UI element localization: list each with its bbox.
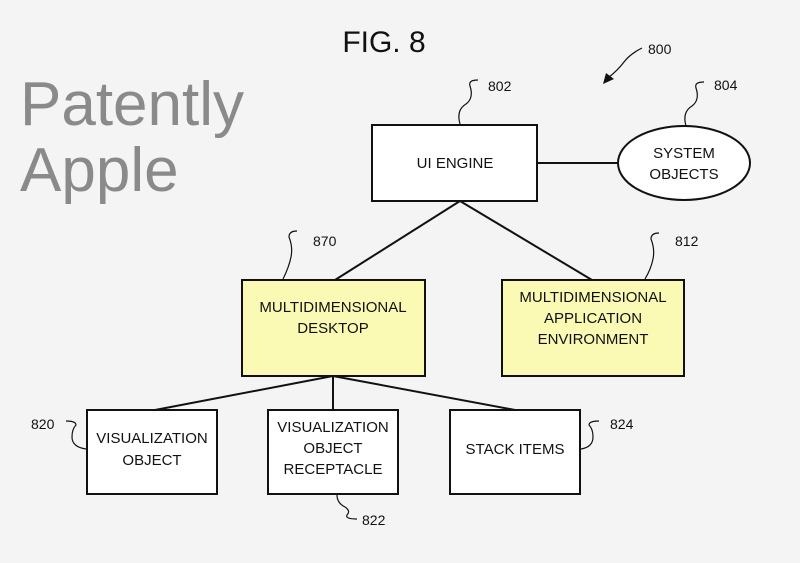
ref-800-arrow — [607, 47, 643, 79]
svg-text:RECEPTACLE: RECEPTACLE — [284, 461, 383, 478]
ref-824: 824 — [610, 416, 634, 432]
node-system-objects: SYSTEM OBJECTS 804 — [617, 77, 751, 201]
figure-title: FIG. 8 — [342, 26, 425, 59]
node-application-environment: MULTIDIMENSIONAL APPLICATION ENVIRONMENT… — [501, 232, 699, 377]
node-ui-engine: UI ENGINE 802 — [371, 78, 538, 202]
ref-812: 812 — [675, 233, 699, 249]
watermark-area: Patently Apple — [20, 72, 245, 205]
connector-desktop-stack — [332, 375, 516, 411]
connector-engine-appenv — [459, 200, 593, 281]
svg-text:OBJECT: OBJECT — [303, 440, 362, 457]
svg-text:ENVIRONMENT: ENVIRONMENT — [538, 331, 649, 348]
connector-desktop-visobject — [154, 375, 334, 411]
svg-text:VISUALIZATION: VISUALIZATION — [96, 430, 207, 447]
svg-text:MULTIDIMENSIONAL: MULTIDIMENSIONAL — [259, 299, 406, 316]
svg-text:SYSTEM: SYSTEM — [653, 145, 715, 162]
arrow-head-icon — [603, 73, 614, 84]
svg-text:DESKTOP: DESKTOP — [297, 320, 368, 337]
node-visualization-object-receptacle: VISUALIZATION OBJECT RECEPTACLE 822 — [267, 409, 399, 528]
node-stack-items: STACK ITEMS 824 — [449, 409, 634, 495]
node-visualization-object: VISUALIZATION OBJECT 820 — [31, 409, 218, 495]
svg-text:APPLICATION: APPLICATION — [544, 310, 642, 327]
svg-text:UI ENGINE: UI ENGINE — [417, 155, 494, 172]
ref-820: 820 — [31, 416, 55, 432]
svg-text:OBJECT: OBJECT — [122, 452, 181, 469]
svg-text:OBJECTS: OBJECTS — [649, 166, 718, 183]
ref-804: 804 — [714, 77, 738, 93]
ref-800: 800 — [648, 41, 672, 57]
connector-engine-desktop — [334, 200, 461, 281]
svg-text:MULTIDIMENSIONAL: MULTIDIMENSIONAL — [519, 289, 666, 306]
svg-text:VISUALIZATION: VISUALIZATION — [277, 419, 388, 436]
ref-802: 802 — [488, 78, 512, 94]
ref-870: 870 — [313, 233, 337, 249]
node-multidimensional-desktop: MULTIDIMENSIONAL DESKTOP 870 — [241, 230, 426, 377]
ref-822: 822 — [362, 512, 386, 528]
svg-text:STACK ITEMS: STACK ITEMS — [466, 441, 565, 458]
watermark: Patently Apple — [20, 72, 245, 205]
